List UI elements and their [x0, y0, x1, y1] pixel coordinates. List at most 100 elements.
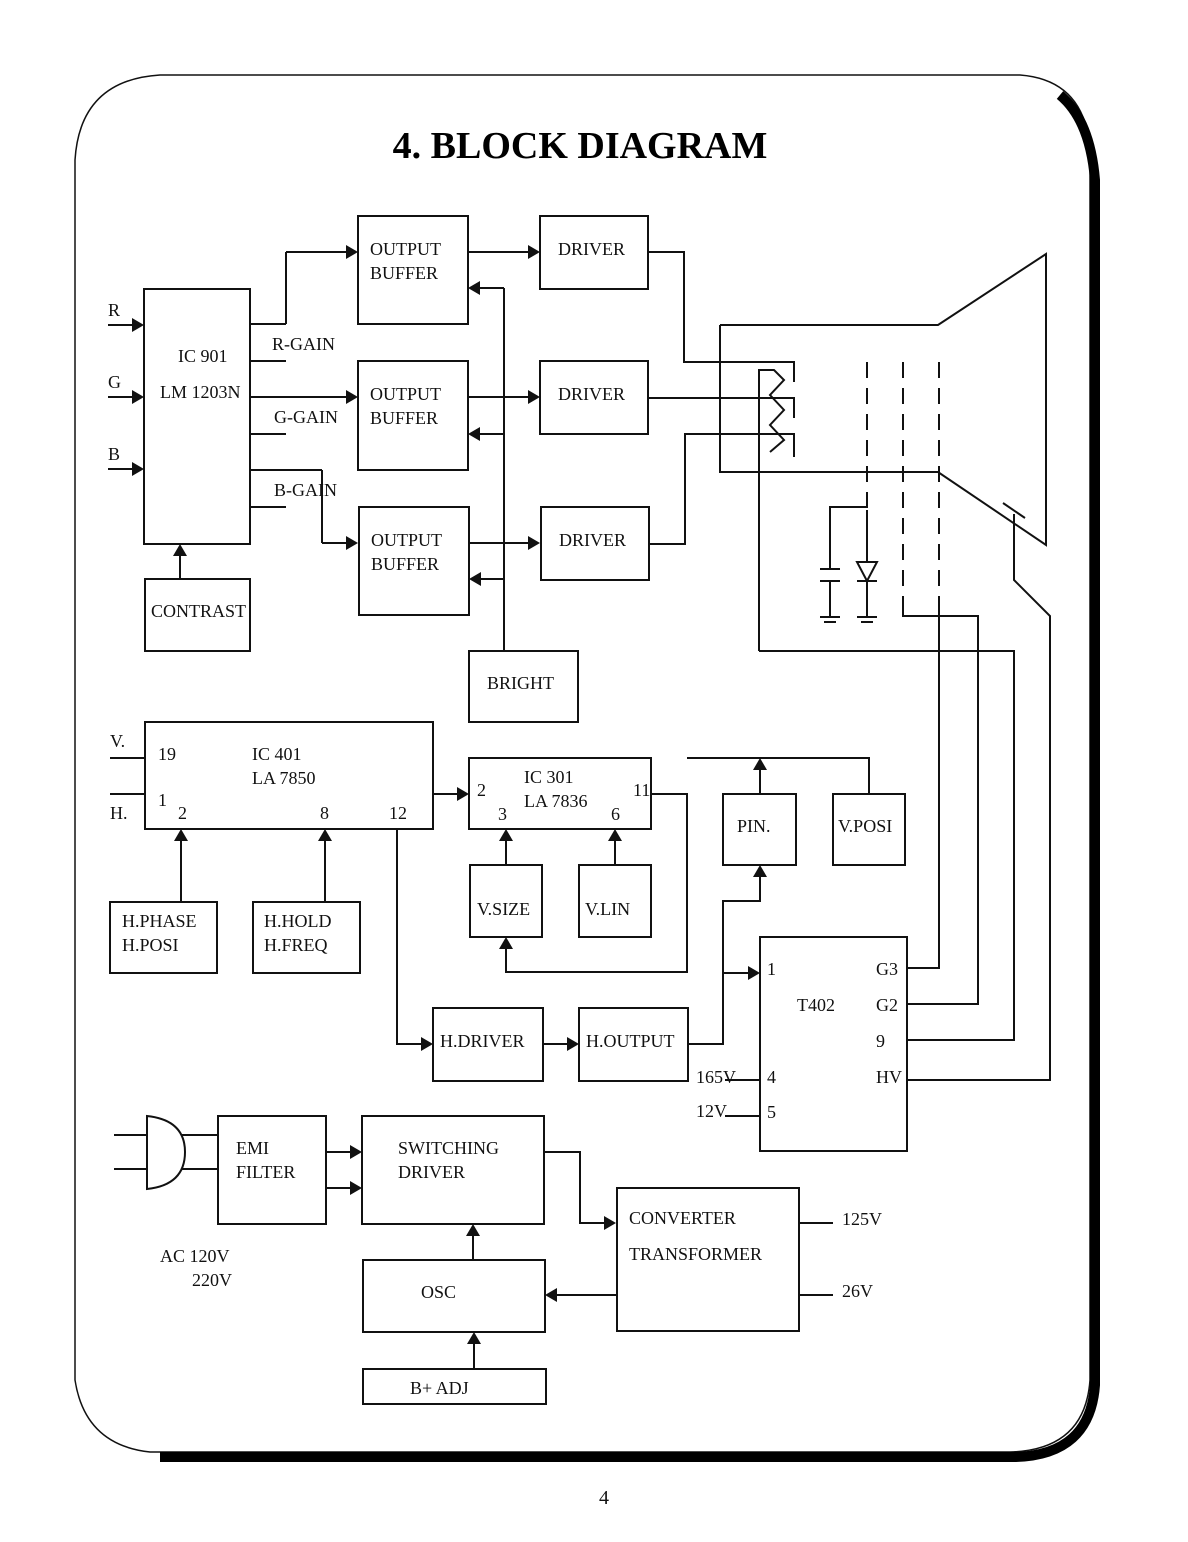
ic401-label: IC 401 [252, 744, 302, 764]
b-plus-adj-label: B+ ADJ [410, 1378, 469, 1398]
b-gain-label: B-GAIN [274, 480, 337, 500]
arrow-icon [567, 1037, 579, 1051]
arrow-icon [528, 536, 540, 550]
crt-tube-icon [719, 252, 1047, 651]
arrow-icon [346, 245, 358, 259]
switching-driver-label2: DRIVER [398, 1162, 465, 1182]
ic401-pin-2: 2 [178, 803, 187, 823]
t402-pin-g2: G2 [876, 995, 898, 1015]
ic401-part: LA 7850 [252, 768, 316, 788]
h-hold-label: H.HOLD [264, 911, 332, 931]
arrow-icon [528, 245, 540, 259]
contrast-block [144, 578, 251, 652]
output-buffer-r-block [357, 215, 469, 325]
driver-b-block [540, 506, 650, 581]
h-driver-label: H.DRIVER [440, 1031, 525, 1051]
arrow-icon [469, 572, 481, 586]
h-output-label: H.OUTPUT [586, 1031, 675, 1051]
output-buffer-g-block [357, 360, 469, 471]
h-freq-label: H.FREQ [264, 935, 328, 955]
ic301-pin-11: 11 [633, 780, 650, 800]
output-buffer-r-label: OUTPUT [370, 239, 441, 259]
h-phase-label: H.PHASE [122, 911, 197, 931]
arrow-icon [748, 966, 760, 980]
arrow-icon [346, 390, 358, 404]
output-buffer-b-block [358, 506, 470, 616]
arrow-icon [468, 427, 480, 441]
driver-b-label: DRIVER [559, 530, 626, 550]
arrow-icon [545, 1288, 557, 1302]
ic401-pin-8: 8 [320, 803, 329, 823]
input-r-label: R [108, 300, 120, 320]
bright-label: BRIGHT [487, 673, 554, 693]
t402-pin-hv: HV [876, 1067, 902, 1087]
pin-label: PIN. [737, 816, 771, 836]
ic401-block [144, 721, 434, 830]
converter-transformer-block [616, 1187, 800, 1332]
ac-voltage-label2: 220V [192, 1270, 232, 1290]
input-g-label: G [108, 372, 121, 392]
t402-pin-5: 5 [767, 1102, 776, 1122]
emi-filter-label2: FILTER [236, 1162, 295, 1182]
output-buffer-b-label: OUTPUT [371, 530, 442, 550]
t402-pin-1: 1 [767, 959, 776, 979]
output-buffer-g-label2: BUFFER [370, 408, 438, 428]
v-posi-label: V.POSI [838, 816, 892, 836]
arrow-icon [421, 1037, 433, 1051]
ic901-part: LM 1203N [160, 382, 241, 402]
ic301-block [468, 757, 652, 830]
arrow-icon [350, 1181, 362, 1195]
ac-voltage-label: AC 120V [160, 1246, 230, 1266]
transformer-label: TRANSFORMER [629, 1244, 762, 1264]
v-size-block [469, 864, 543, 938]
arrow-icon [174, 829, 188, 841]
driver-r-label: DRIVER [558, 239, 625, 259]
driver-g-label: DRIVER [558, 384, 625, 404]
arrow-icon [608, 829, 622, 841]
h-driver-block [432, 1007, 544, 1082]
v-posi-block [832, 793, 906, 866]
arrow-icon [173, 544, 187, 556]
converter-label: CONVERTER [629, 1208, 736, 1228]
arrow-icon [350, 1145, 362, 1159]
arrow-icon [318, 829, 332, 841]
r-gain-label: R-GAIN [272, 334, 335, 354]
arrow-icon [466, 1224, 480, 1236]
capacitor-icon [820, 506, 867, 623]
pin-block [722, 793, 797, 866]
driver-g-block [539, 360, 649, 435]
arrow-icon [468, 281, 480, 295]
input-b-label: B [108, 444, 120, 464]
output-buffer-b-label2: BUFFER [371, 554, 439, 574]
b-plus-adj-block [362, 1368, 547, 1405]
driver-r-block [539, 215, 649, 290]
page-number: 4 [599, 1487, 609, 1509]
h-phase-block [109, 901, 218, 974]
arrow-icon [457, 787, 469, 801]
v-lin-block [578, 864, 652, 938]
arrow-icon [132, 462, 144, 476]
t402-block [759, 936, 908, 1152]
output-buffer-g-label: OUTPUT [370, 384, 441, 404]
t402-label: T402 [797, 995, 835, 1015]
ic901-label: IC 901 [178, 346, 228, 366]
v-size-label: V.SIZE [477, 899, 530, 919]
t402-pin-4: 4 [767, 1067, 776, 1087]
arrow-icon [132, 390, 144, 404]
g-gain-label: G-GAIN [274, 407, 338, 427]
t402-pin-9: 9 [876, 1031, 885, 1051]
ic301-pin-6: 6 [611, 804, 620, 824]
page-frame-shadow [160, 91, 1100, 1462]
arrow-icon [132, 318, 144, 332]
ic401-pin-19: 19 [158, 744, 176, 764]
v165-label: 165V [696, 1067, 736, 1087]
ic301-label: IC 301 [524, 767, 574, 787]
h-hold-block [252, 901, 361, 974]
v26-label: 26V [842, 1281, 873, 1301]
bright-block [468, 650, 579, 723]
input-h-label: H. [110, 803, 128, 823]
v12-label: 12V [696, 1101, 727, 1121]
v125-label: 125V [842, 1209, 882, 1229]
output-buffer-r-label2: BUFFER [370, 263, 438, 283]
ic401-pin-1: 1 [158, 790, 167, 810]
